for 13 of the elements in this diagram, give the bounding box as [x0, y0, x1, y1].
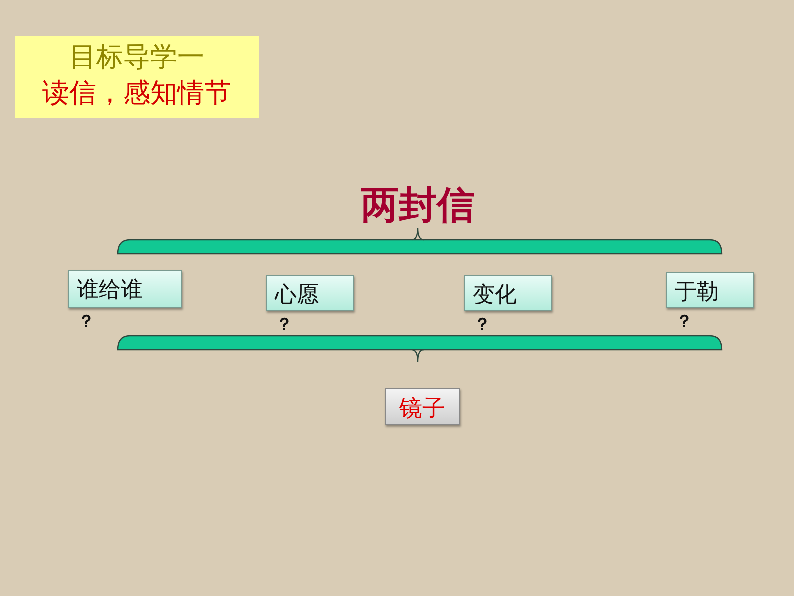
- question-mark: ？: [78, 311, 95, 333]
- answer-box: 镜子: [385, 388, 460, 425]
- heading-text: 读信，感知情节: [42, 77, 232, 111]
- topic-box: 变化: [464, 275, 552, 311]
- question-mark: ？: [676, 311, 693, 333]
- heading-card: [15, 36, 259, 118]
- topic-box: 心愿: [266, 275, 354, 311]
- title: 两封信: [360, 182, 476, 229]
- heading-text: 目标导学一: [68, 41, 206, 75]
- topic-box: 于勒: [666, 272, 754, 308]
- topic-box: 谁给谁: [68, 270, 182, 308]
- question-mark: ？: [276, 314, 293, 336]
- question-mark: ？: [474, 314, 491, 336]
